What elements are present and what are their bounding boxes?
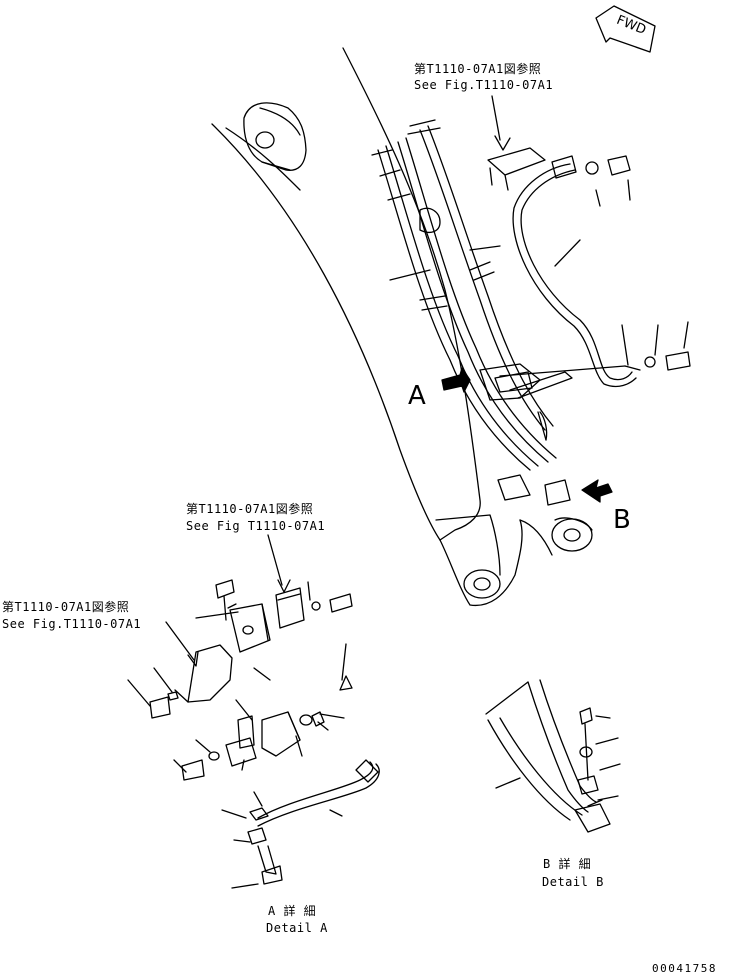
detail-b-title-en: Detail B (542, 875, 604, 889)
leader-lines-main (389, 95, 689, 366)
callout-b: B (613, 505, 631, 535)
boom-outline (211, 47, 593, 607)
arrow-a-icon (441, 367, 471, 393)
ref-top-jp: 第T1110-07A1図参照 (414, 62, 542, 76)
detail-b-title-jp: B 詳 細 (543, 857, 592, 871)
detail-b-parts (485, 679, 621, 833)
detail-a-parts (149, 579, 380, 885)
ref-left-en: See Fig.T1110-07A1 (2, 617, 142, 631)
detail-a-title-en: Detail A (266, 921, 328, 935)
ref-top-en: See Fig.T1110-07A1 (414, 78, 554, 92)
upper-pipe-assembly (487, 147, 691, 388)
cylinder-mount (243, 102, 307, 171)
hydraulic-pipes (371, 119, 573, 506)
ref-mid-en: See Fig T1110-07A1 (186, 519, 326, 533)
ref-mid-jp: 第T1110-07A1図参照 (186, 502, 314, 516)
fwd-arrow-icon (595, 5, 656, 53)
detail-a-title-jp: A 詳 細 (268, 904, 317, 918)
callout-a: A (408, 381, 426, 411)
ref-left-jp: 第T1110-07A1図参照 (2, 600, 130, 614)
arrow-b-icon (581, 479, 613, 503)
figure-number: 00041758 (652, 962, 717, 975)
leader-lines-detail-a (127, 534, 347, 889)
